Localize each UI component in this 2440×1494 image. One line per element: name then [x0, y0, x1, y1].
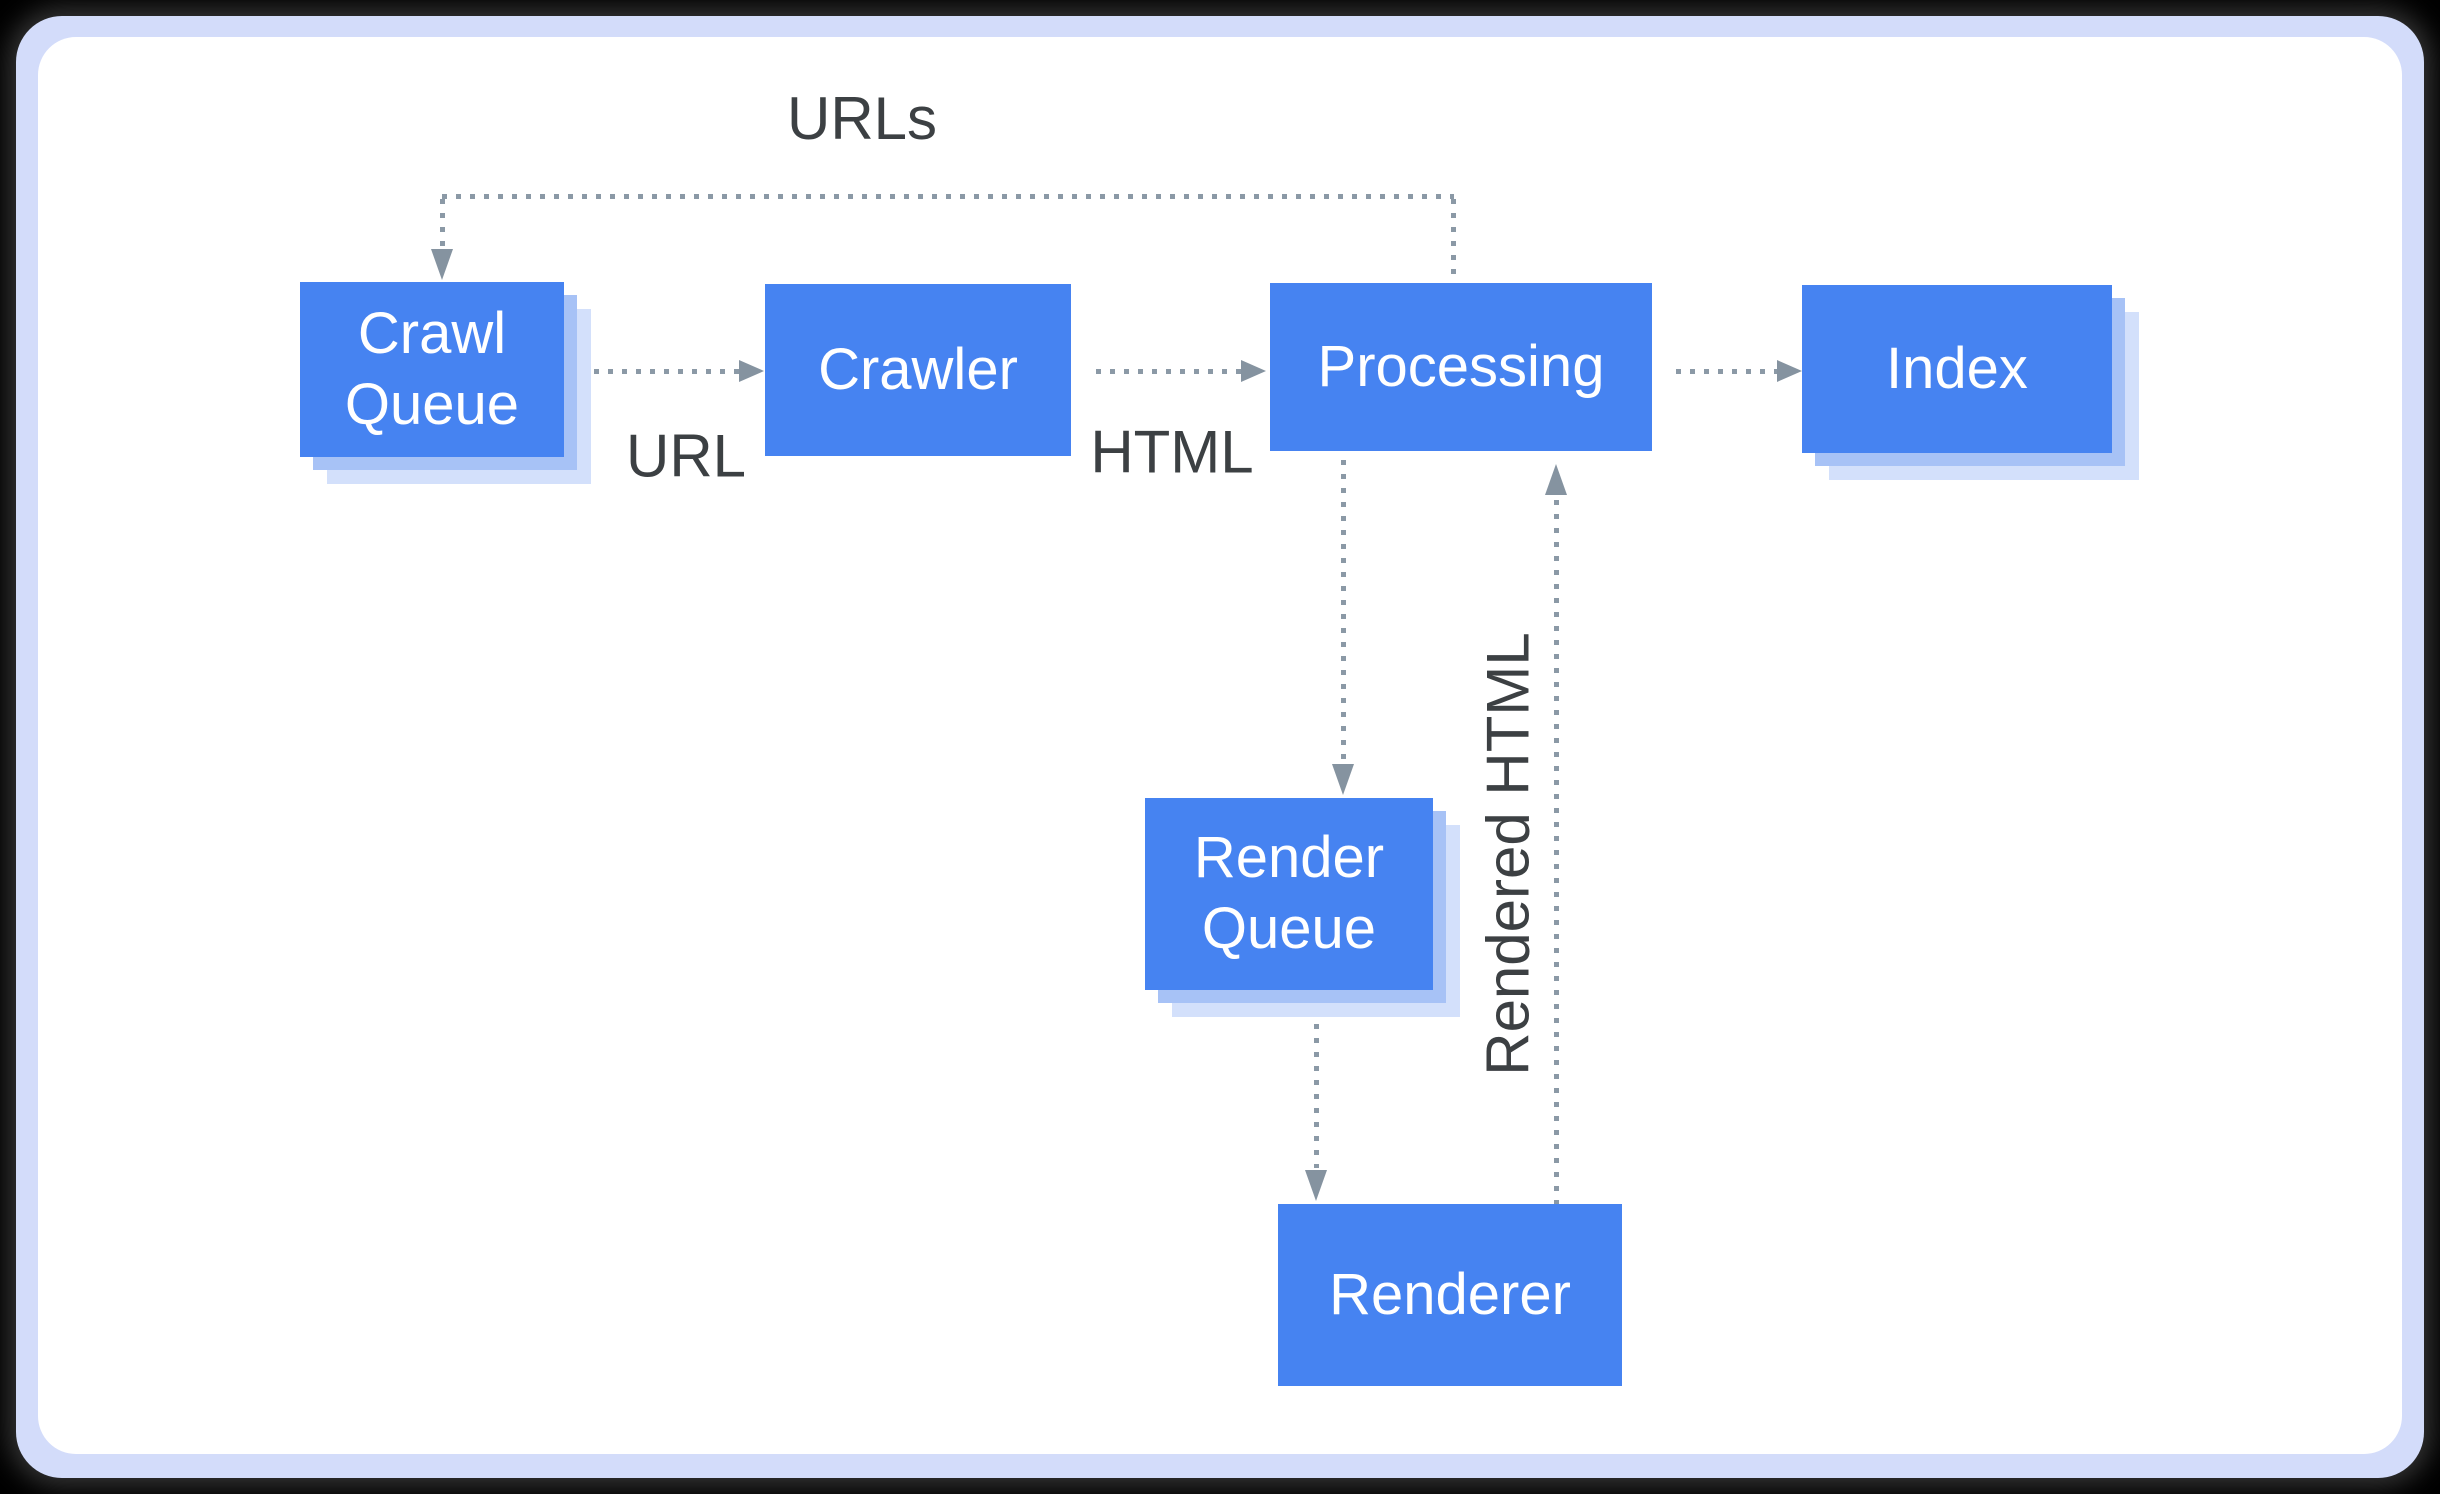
arrowhead-down-icon [1305, 1170, 1327, 1201]
connector-renderqueue-to-renderer [1314, 996, 1319, 1168]
arrowhead-down-icon [1332, 764, 1354, 795]
connector-crawler-to-processing [1096, 369, 1242, 374]
node-crawler-label: Crawler [818, 336, 1018, 402]
connector-renderer-to-processing [1554, 500, 1559, 1204]
edge-label-url: URL [625, 422, 747, 490]
node-renderer: Renderer [1278, 1204, 1622, 1386]
edge-label-html: HTML [1090, 418, 1254, 486]
connector-urls-feedback-drop-left [440, 199, 445, 249]
node-crawl-queue-label-line2: Queue [344, 371, 520, 437]
node-render-queue-label-line2: Queue [1201, 896, 1377, 961]
connector-processing-to-index [1676, 369, 1778, 374]
arrowhead-up-icon [1545, 464, 1567, 495]
node-render-queue-label-line1: Render [1193, 825, 1385, 891]
node-processing-label: Processing [1317, 333, 1605, 399]
node-renderer-label: Renderer [1329, 1261, 1571, 1327]
diagram-card [38, 37, 2402, 1454]
node-index: Index [1802, 285, 2112, 453]
connector-urls-feedback-horizontal [442, 194, 1454, 199]
node-crawl-queue-label-line1: Crawl [357, 300, 507, 366]
connector-urls-feedback-drop-right [1451, 199, 1456, 283]
arrowhead-right-icon [739, 360, 764, 382]
node-render-queue: Render Queue [1145, 798, 1433, 990]
edge-label-rendered-html: Rendered HTML [1474, 632, 1542, 1076]
connector-processing-to-renderqueue [1341, 460, 1346, 762]
arrowhead-down-icon [431, 249, 453, 280]
arrowhead-right-icon [1241, 360, 1266, 382]
node-processing: Processing [1270, 283, 1652, 451]
node-crawler: Crawler [765, 284, 1071, 456]
edge-label-urls: URLs [786, 85, 938, 152]
node-index-label: Index [1886, 335, 2028, 401]
arrowhead-right-icon [1777, 360, 1802, 382]
node-crawl-queue: Crawl Queue [300, 282, 564, 457]
connector-crawlqueue-to-crawler [594, 369, 740, 374]
